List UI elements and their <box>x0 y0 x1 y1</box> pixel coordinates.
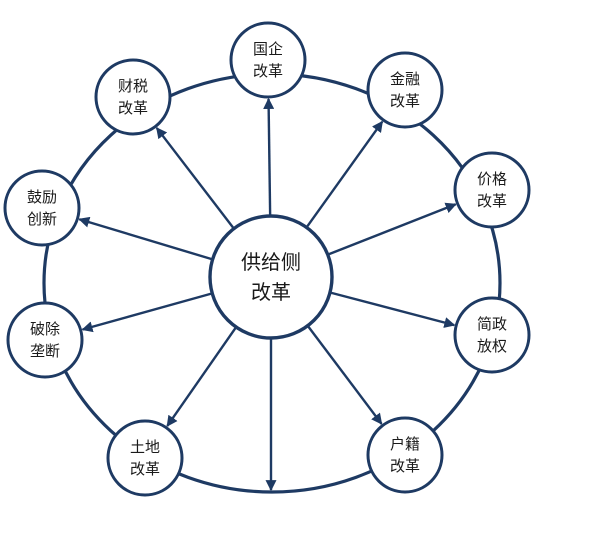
center-circle <box>208 214 334 340</box>
node-circle-huji <box>366 416 444 494</box>
node-circle-jiage <box>453 151 531 229</box>
arrow-to-guoqi <box>263 97 275 217</box>
node-circle-tudi <box>106 419 184 497</box>
node-circle-guli <box>3 169 81 247</box>
node-circle-caishui <box>94 58 172 136</box>
arrow-to-jinrong <box>305 120 384 229</box>
arrow-to-pochu <box>81 292 213 333</box>
node-circle-jianzheng <box>453 296 531 374</box>
node-circle-guoqi <box>229 21 307 99</box>
arrow-to-jiage <box>327 202 457 256</box>
arrow-to-caishui <box>155 127 235 230</box>
node-circle-jinrong <box>366 51 444 129</box>
node-circle-pochu <box>6 301 84 379</box>
arrow-to-guli <box>78 216 213 261</box>
arrow-to-jianzheng <box>329 291 456 328</box>
arrow-to-huji <box>306 325 383 425</box>
arrow-to-tudi <box>166 326 238 427</box>
